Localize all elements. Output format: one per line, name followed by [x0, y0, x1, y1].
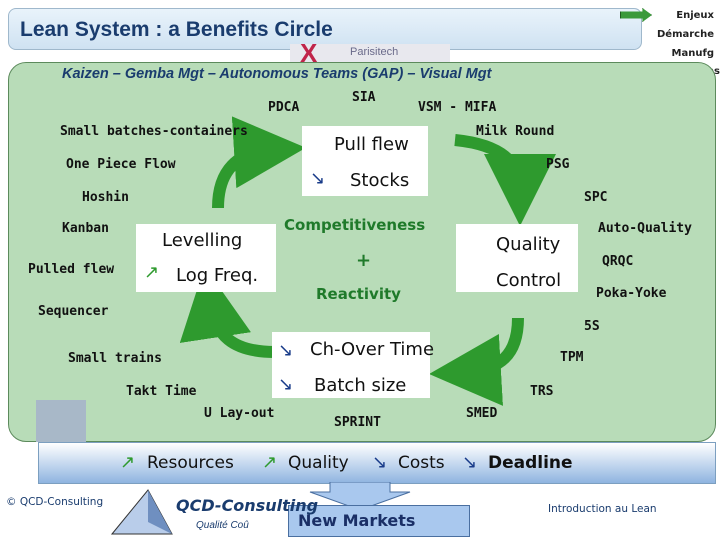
tool-hoshin: Hoshin: [82, 190, 129, 205]
footer-copyright: © QCD-Consulting: [6, 496, 104, 508]
box-right-line1: Quality: [496, 234, 561, 255]
tool-takt-time: Takt Time: [126, 384, 197, 399]
arrow-down-icon-3: ↘: [278, 374, 294, 394]
tool-sia: SIA: [352, 90, 376, 105]
down-arrow-icon: [309, 482, 411, 511]
tool-vsm: VSM - MIFA: [418, 100, 497, 115]
benefit-quality: Quality: [288, 453, 349, 473]
nav-item-demarche[interactable]: Démarche: [656, 29, 714, 40]
tool-spc: SPC: [584, 190, 608, 205]
nav-item-manufg[interactable]: Manufg: [671, 48, 714, 59]
page-title: Lean System : a Benefits Circle: [20, 18, 333, 41]
tool-small-batches: Small batches-containers: [60, 124, 248, 139]
box-top-line1: Pull flew: [334, 134, 409, 155]
tool-poka-yoke: Poka-Yoke: [596, 286, 667, 301]
center-competitiveness: Competitiveness: [284, 216, 426, 234]
logo-pyramid-icon: [110, 489, 173, 535]
tool-milk-round: Milk Round: [476, 124, 555, 139]
center-plus: +: [356, 250, 372, 271]
new-markets-box: [288, 505, 470, 537]
arrow-top-left: [212, 116, 306, 209]
box-right: [456, 224, 578, 292]
tool-trs: TRS: [530, 384, 554, 399]
title-bar: [8, 8, 642, 50]
tool-u-layout: U Lay-out: [204, 406, 275, 421]
arrow-down-icon-costs: ↘: [372, 452, 388, 472]
logo-subtext: Qualité Coû: [196, 520, 249, 531]
box-bottom: [272, 332, 430, 398]
benefit-resources: Resources: [147, 453, 234, 473]
box-left-line2: Log Freq.: [176, 265, 259, 286]
tool-qrqc: QRQC: [602, 254, 634, 269]
arrow-down-icon: ↘: [310, 168, 326, 188]
tool-kanban: Kanban: [62, 221, 109, 236]
arrow-up-icon-quality: ↗: [262, 452, 278, 472]
logo-text: QCD-Consulting: [176, 496, 319, 515]
tool-one-piece-flow: One Piece Flow: [66, 157, 176, 172]
box-right-line2: Control: [496, 270, 562, 291]
tool-psg: PSG: [546, 157, 570, 172]
tool-pulled-flew: Pulled flew: [28, 262, 115, 277]
arrow-down-icon-deadline: ↘: [462, 452, 478, 472]
arrow-bottom-right: [429, 317, 524, 406]
brand-word: Parisitech: [350, 46, 399, 58]
left-strip: [36, 400, 86, 442]
arrow-up-icon-resources: ↗: [120, 452, 136, 472]
box-left-line1: Levelling: [162, 230, 243, 251]
box-top-line2: Stocks: [350, 170, 410, 191]
tool-smed: SMED: [466, 406, 498, 421]
new-markets-label: New Markets: [298, 511, 416, 530]
diagram-subtitle: Kaizen – Gemba Mgt – Autonomous Teams (G…: [62, 66, 492, 82]
tool-small-trains: Small trains: [68, 351, 162, 366]
benefit-costs: Costs: [398, 453, 445, 473]
arrow-bottom-left: [179, 266, 276, 358]
tool-sequencer: Sequencer: [38, 304, 109, 319]
footer-link[interactable]: Introduction au Lean: [548, 503, 657, 515]
tool-pdca: PDCA: [268, 100, 300, 115]
arrow-top-right: [454, 134, 556, 226]
arrow-up-icon: ↗: [144, 262, 160, 282]
arrow-down-icon-2: ↘: [278, 340, 294, 360]
nav-item-enjeux[interactable]: Enjeux: [676, 10, 714, 21]
box-left: [136, 224, 276, 292]
tool-sprint: SPRINT: [334, 415, 381, 430]
box-top: [302, 126, 428, 196]
tool-auto-quality: Auto-Quality: [598, 221, 692, 236]
tool-tpm: TPM: [560, 350, 584, 365]
benefits-bar: [38, 442, 716, 484]
box-bottom-line2: Batch size: [314, 375, 407, 396]
brand-logo-mark: X: [300, 38, 318, 68]
box-bottom-line1: Ch-Over Time: [310, 339, 435, 360]
brand-strip: [290, 44, 450, 62]
benefit-deadline: Deadline: [488, 453, 573, 473]
center-reactivity: Reactivity: [316, 285, 401, 303]
tool-5s: 5S: [584, 319, 600, 334]
